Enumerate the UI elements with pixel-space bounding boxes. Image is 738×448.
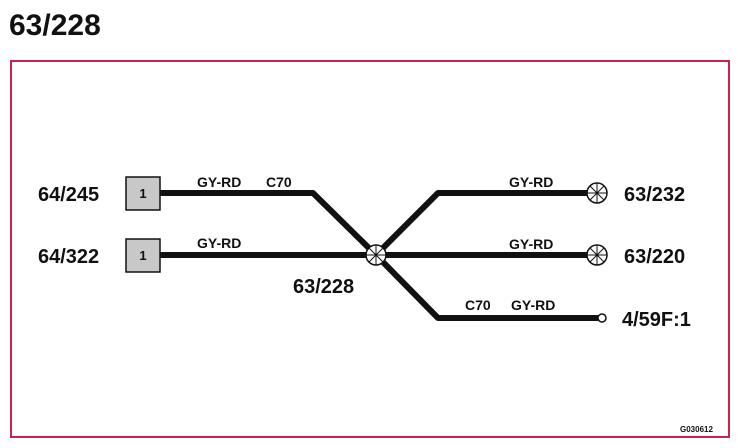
wire-connector-label: C70	[465, 297, 491, 313]
connector-pin-label: 1	[139, 186, 146, 201]
wire-64-245	[160, 190, 379, 258]
node-label-right: 63/220	[624, 246, 685, 268]
splice-icon	[365, 244, 387, 266]
page-title: 63/228	[9, 9, 101, 42]
terminal-star-icon	[586, 182, 608, 204]
wire-color-label: GY-RD	[511, 297, 555, 313]
node-label-right: 4/59F:1	[622, 309, 691, 331]
wire-color-label: GY-RD	[509, 174, 553, 190]
diagram-frame	[10, 60, 730, 438]
figure-code: G030612	[680, 425, 713, 434]
terminal-open-icon	[597, 313, 607, 323]
node-label-right: 63/232	[624, 184, 685, 206]
connector-box-64-245: 1	[125, 176, 161, 211]
terminal-star-icon	[586, 244, 608, 266]
node-label-left: 64/322	[38, 246, 99, 268]
wire-connector-label: C70	[266, 174, 292, 190]
wire-4-59f	[373, 252, 598, 321]
wire-color-label: GY-RD	[509, 236, 553, 252]
wire-color-label: GY-RD	[197, 174, 241, 190]
node-label-left: 64/245	[38, 184, 99, 206]
wire-63-232	[373, 190, 590, 258]
connector-box-64-322: 1	[125, 238, 161, 273]
splice-label: 63/228	[293, 276, 354, 298]
wire-color-label: GY-RD	[197, 235, 241, 251]
connector-pin-label: 1	[139, 248, 146, 263]
